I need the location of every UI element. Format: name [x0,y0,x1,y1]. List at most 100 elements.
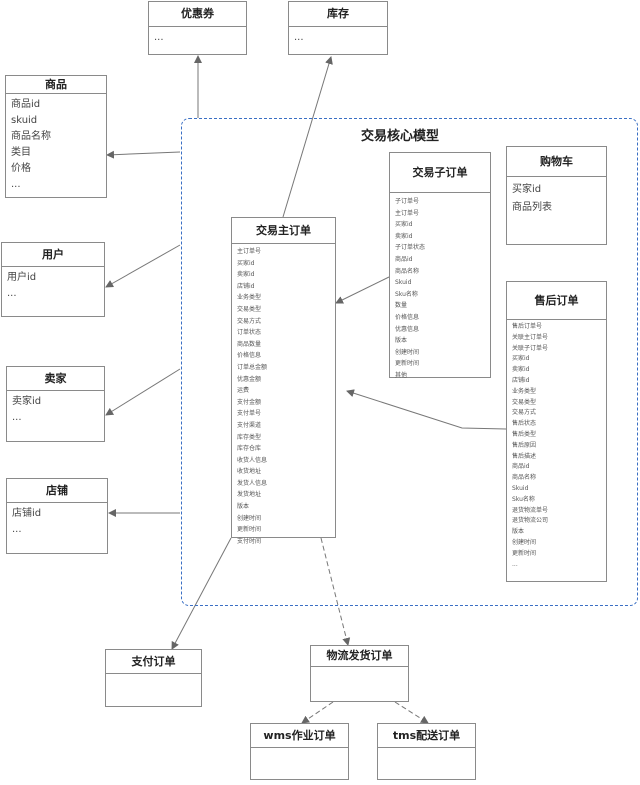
field: 卖家id [395,232,413,240]
field: 业务类型 [512,387,537,395]
field: 子订单号 [395,198,420,205]
field: 价格 [11,163,31,174]
box-title: tms配送订单 [378,724,475,748]
field: ... [11,179,21,190]
field: 售后类型 [512,430,537,438]
field: 版本 [237,503,250,511]
field: Sku名称 [395,290,418,298]
link-aftersale-main [346,389,507,430]
box-title: 优惠券 [149,2,246,27]
field: 价格信息 [395,313,420,321]
field: 价格信息 [237,352,262,360]
field: 版本 [512,528,525,536]
field: ... [512,560,518,568]
box-title: 店铺 [7,479,107,503]
field: 商品名称 [11,131,51,142]
field: 卖家id [237,271,255,279]
box-title: 交易子订单 [390,153,490,193]
box-title: wms作业订单 [251,724,348,748]
field: 订单总金额 [237,363,268,371]
field: 卖家id [12,396,42,407]
box-title: 卖家 [7,367,104,391]
field: 支付单号 [237,410,262,418]
region-title: 交易核心模型 [360,129,439,144]
field: 售后订单号 [512,323,543,330]
field: 发货人信息 [237,479,268,487]
link-region-seller [105,368,181,416]
field: 买家id [512,184,542,195]
field: 优惠金额 [237,375,262,383]
field: 买家id [512,355,530,363]
link-main-payment [171,537,232,650]
seller-box: 卖家 卖家id ... [6,366,105,442]
field: 买家id [237,259,255,267]
field: 创建时间 [512,538,537,546]
field: 售后描述 [512,452,537,460]
field: ... [294,32,304,43]
field: ... [12,412,22,423]
field: Skuid [395,279,412,287]
field: 退货物流公司 [512,517,549,525]
field: 售后状态 [512,420,537,428]
coupon-box: 优惠券 ... [148,1,247,55]
box-title: 支付订单 [106,650,201,674]
logistics-order-box: 物流发货订单 [310,645,409,702]
box-title: 物流发货订单 [311,646,408,667]
field: 店铺id [512,376,530,384]
field: 交易类型 [237,305,262,313]
field: 商品名称 [512,474,537,482]
link-logistics-wms [301,701,334,724]
box-title: 交易主订单 [232,218,335,244]
field: 售后原因 [512,441,537,449]
field: skuid [11,115,38,126]
link-sub-main [335,276,390,304]
field: 退货物流单号 [512,506,549,514]
field: 数量 [395,302,408,310]
field: 库存仓库 [237,445,262,453]
field: 运费 [237,387,250,395]
field: 商品id [11,99,41,110]
box-title: 购物车 [507,147,606,177]
wms-order-box: wms作业订单 [250,723,349,780]
field: 支付渠道 [237,421,262,429]
field: 类目 [11,147,31,158]
field: 交易方式 [237,317,262,325]
field: 卖家id [512,366,530,374]
inventory-box: 库存 ... [288,1,388,55]
payment-order-box: 支付订单 [105,649,202,707]
trade-core-region [181,118,638,606]
box-title: 售后订单 [507,282,606,320]
link-main-logistics [320,537,351,646]
sub-order-box: 交易子订单 子订单号 主订单号 买家id 卖家id 子订单状态 商品id 商品名… [389,152,491,379]
user-box: 用户 用户id ... [1,242,105,317]
field: 更新时间 [395,360,420,368]
link-region-user [105,244,181,288]
field: 更新时间 [512,549,537,557]
field: 用户id [7,272,37,283]
field: 子订单状态 [395,244,426,252]
field: 交易方式 [512,409,537,417]
field: 商品id [512,463,530,471]
product-box: 商品 商品id skuid 商品名称 类目 价格 ... [5,75,107,198]
field: 关联子订单号 [512,344,549,352]
field: 商品名称 [395,267,420,275]
field: ... [154,32,164,43]
after-sale-order-box: 售后订单 售后订单号 关联主订单号 关联子订单号 买家id 卖家id 店铺id … [506,281,607,582]
field: 发货地址 [237,491,262,499]
field: 创建时间 [237,514,262,522]
field: 商品列表 [512,202,552,213]
field: 版本 [395,337,408,345]
field: Sku名称 [512,495,535,503]
field: 主订单号 [237,248,262,255]
field: 商品id [395,255,413,263]
field: 优惠信息 [395,325,420,333]
field: 订单状态 [237,329,262,337]
field: 支付金额 [237,398,262,406]
field: 收货人信息 [237,456,268,464]
main-order-box: 交易主订单 主订单号 买家id 卖家id 店铺id 业务类型 交易类型 交易方式… [231,217,336,545]
link-region-product [106,150,181,159]
field: 关联主订单号 [512,333,549,341]
link-main-inventory [282,56,333,218]
field: 业务类型 [237,294,262,302]
